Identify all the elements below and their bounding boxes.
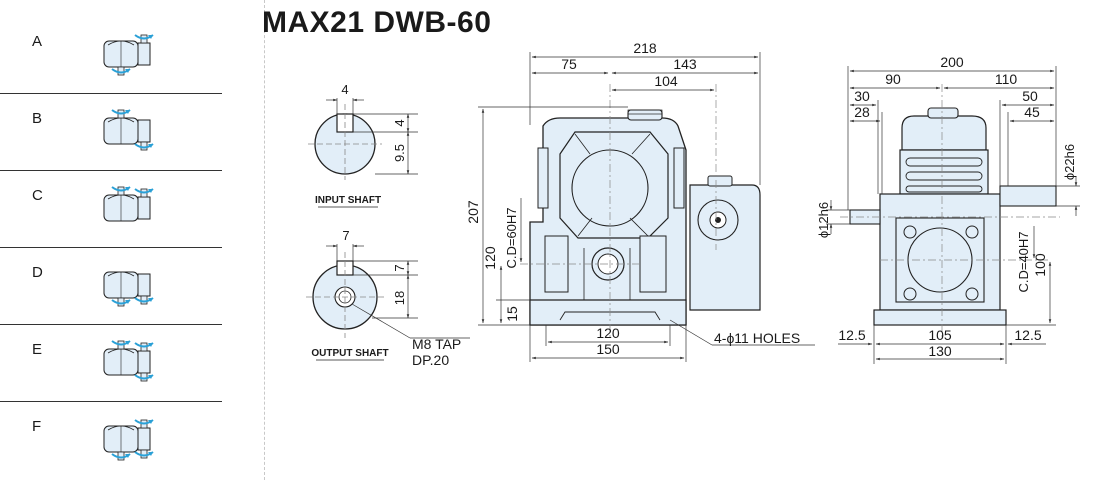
input-height: 9.5 [392, 144, 407, 162]
mounting-variants-panel: A B C D E F [0, 0, 222, 480]
front-base-height: 15 [504, 306, 520, 322]
variant-row-d: D [0, 248, 222, 325]
input-shaft-detail: 4 4 9.5 INPUT SHAFT [308, 82, 418, 208]
output-tap-depth: DP.20 [412, 352, 449, 368]
side-base-inner: 105 [928, 327, 952, 343]
variant-row-b: B [0, 94, 222, 171]
gearbox-variant-icon [103, 340, 154, 382]
output-key-depth: 7 [392, 264, 407, 271]
input-key-width: 4 [341, 82, 348, 97]
output-height: 18 [392, 291, 407, 305]
side-right-part: 110 [995, 71, 1018, 87]
output-shaft-caption: OUTPUT SHAFT [311, 348, 388, 359]
variant-letter: C [32, 187, 43, 204]
variant-letter: A [32, 33, 43, 50]
side-view: 200 90 110 30 28 50 45 ϕ22h6 ϕ12h6 100 C… [816, 54, 1080, 364]
front-center-height: 120 [482, 246, 498, 270]
output-shaft-detail: 7 7 18 M8 TAP DP.20 OUTPUT SHAFT [306, 228, 470, 368]
front-right-part: 143 [673, 56, 697, 72]
variant-row-f: F [0, 402, 222, 478]
front-holes: 4-ϕ11 HOLES [714, 330, 800, 346]
side-dim-50: 50 [1022, 88, 1038, 104]
side-overall-width: 200 [940, 54, 964, 70]
variant-row-c: C [0, 171, 222, 248]
output-key-width: 7 [342, 228, 349, 243]
side-flange-right: 12.5 [1014, 327, 1041, 343]
front-base-inner: 120 [596, 325, 620, 341]
side-flange-left: 12.5 [838, 327, 865, 343]
side-dim-30: 30 [854, 88, 870, 104]
gearbox-variant-icon [103, 186, 154, 222]
side-base-outer: 130 [928, 343, 952, 359]
gearbox-variant-icon [103, 271, 154, 307]
side-shaft-small: ϕ12h6 [816, 202, 831, 238]
technical-drawing: 4 4 9.5 INPUT SHAFT 7 7 18 M8 TAP DP.20 [306, 40, 1080, 368]
side-dim-28: 28 [854, 104, 870, 120]
front-overall-width: 218 [633, 40, 657, 56]
page-title: MAX21 DWB-60 [262, 6, 492, 39]
input-shaft-caption: INPUT SHAFT [315, 195, 381, 206]
front-input-offset: 104 [654, 73, 678, 89]
variant-letter: F [32, 418, 42, 435]
side-dim-45: 45 [1024, 104, 1040, 120]
input-key-depth: 4 [392, 119, 407, 126]
gearbox-variant-icon [103, 34, 154, 76]
front-base-outer: 150 [596, 341, 620, 357]
variant-row-a: A [0, 17, 222, 94]
front-overall-height: 207 [465, 200, 481, 224]
gearbox-variant-icon [103, 419, 154, 461]
output-tap-size: M8 TAP [412, 336, 461, 352]
variant-letter: E [32, 341, 43, 358]
divider [264, 0, 265, 480]
side-center-height: 100 [1032, 253, 1048, 277]
side-left-part: 90 [885, 71, 901, 87]
variant-letter: B [32, 110, 43, 127]
side-bore-label: C.D=40H7 [1016, 231, 1031, 292]
variant-letter: D [32, 264, 43, 281]
variant-row-e: E [0, 325, 222, 402]
front-view: 218 75 143 104 207 120 15 C.D=60H7 120 1… [465, 40, 815, 362]
side-shaft-large: ϕ22h6 [1062, 144, 1077, 180]
front-left-part: 75 [561, 56, 577, 72]
front-bore-label: C.D=60H7 [504, 207, 519, 268]
gearbox-variant-icon [103, 109, 154, 151]
